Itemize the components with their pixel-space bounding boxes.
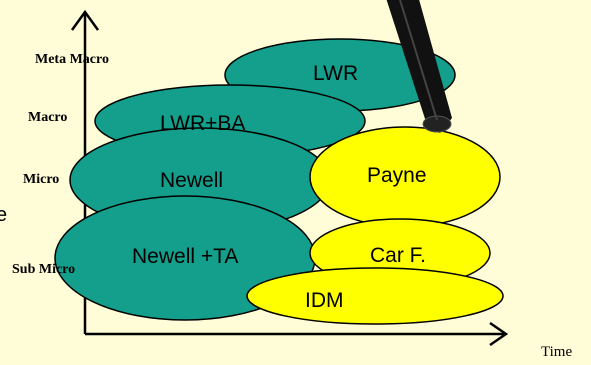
x-axis-arrowhead — [489, 321, 509, 347]
newell-ta-label: Newell +TA — [132, 245, 238, 268]
car-f-label: Car F. — [370, 244, 426, 267]
lwr-label: LWR — [313, 62, 358, 85]
pointer-highlight — [399, 0, 438, 121]
pointer-pen — [386, 0, 452, 133]
newell-label: Newell — [160, 169, 223, 192]
lwr-ba-label: LWR+BA — [160, 112, 245, 135]
x-axis-label: Time — [541, 344, 572, 360]
pointer-tip — [422, 115, 452, 133]
level-label-meta-macro: Meta Macro — [35, 52, 109, 67]
level-label-sub-micro: Sub Micro — [12, 262, 75, 277]
level-label-macro: Macro — [28, 110, 67, 125]
idm-label: IDM — [305, 289, 344, 312]
payne-label: Payne — [367, 164, 427, 187]
edge-text-fragment: e — [0, 204, 7, 226]
y-axis-arrowhead — [70, 9, 100, 31]
pointer-shaft — [386, 0, 452, 133]
idm-ellipse — [246, 267, 504, 325]
level-label-micro: Micro — [23, 172, 59, 187]
